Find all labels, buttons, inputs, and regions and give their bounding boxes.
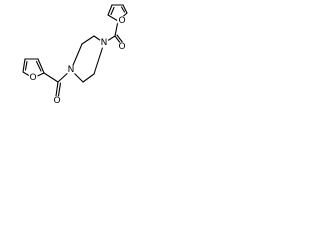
svg-text:O: O	[53, 96, 60, 106]
molecule-structure: O O N N O O	[22, 4, 128, 106]
svg-text:O: O	[118, 42, 125, 52]
atom-label-carbonyl-bottom-oxygen: O	[52, 96, 62, 106]
svg-text:N: N	[101, 38, 108, 48]
svg-text:N: N	[68, 65, 75, 75]
atom-label-piperazine-nitrogen-bottom: N	[66, 65, 76, 75]
atom-label-carbonyl-top-oxygen: O	[117, 42, 127, 52]
carbonyl-bottom	[43, 69, 72, 97]
svg-text:O: O	[29, 73, 36, 83]
atom-label-furan-bottom-oxygen: O	[28, 73, 38, 83]
atom-label-furan-top-oxygen: O	[117, 16, 127, 26]
furan-ring-top	[107, 4, 128, 22]
atom-label-piperazine-nitrogen-top: N	[99, 38, 109, 48]
svg-text:O: O	[118, 16, 125, 26]
